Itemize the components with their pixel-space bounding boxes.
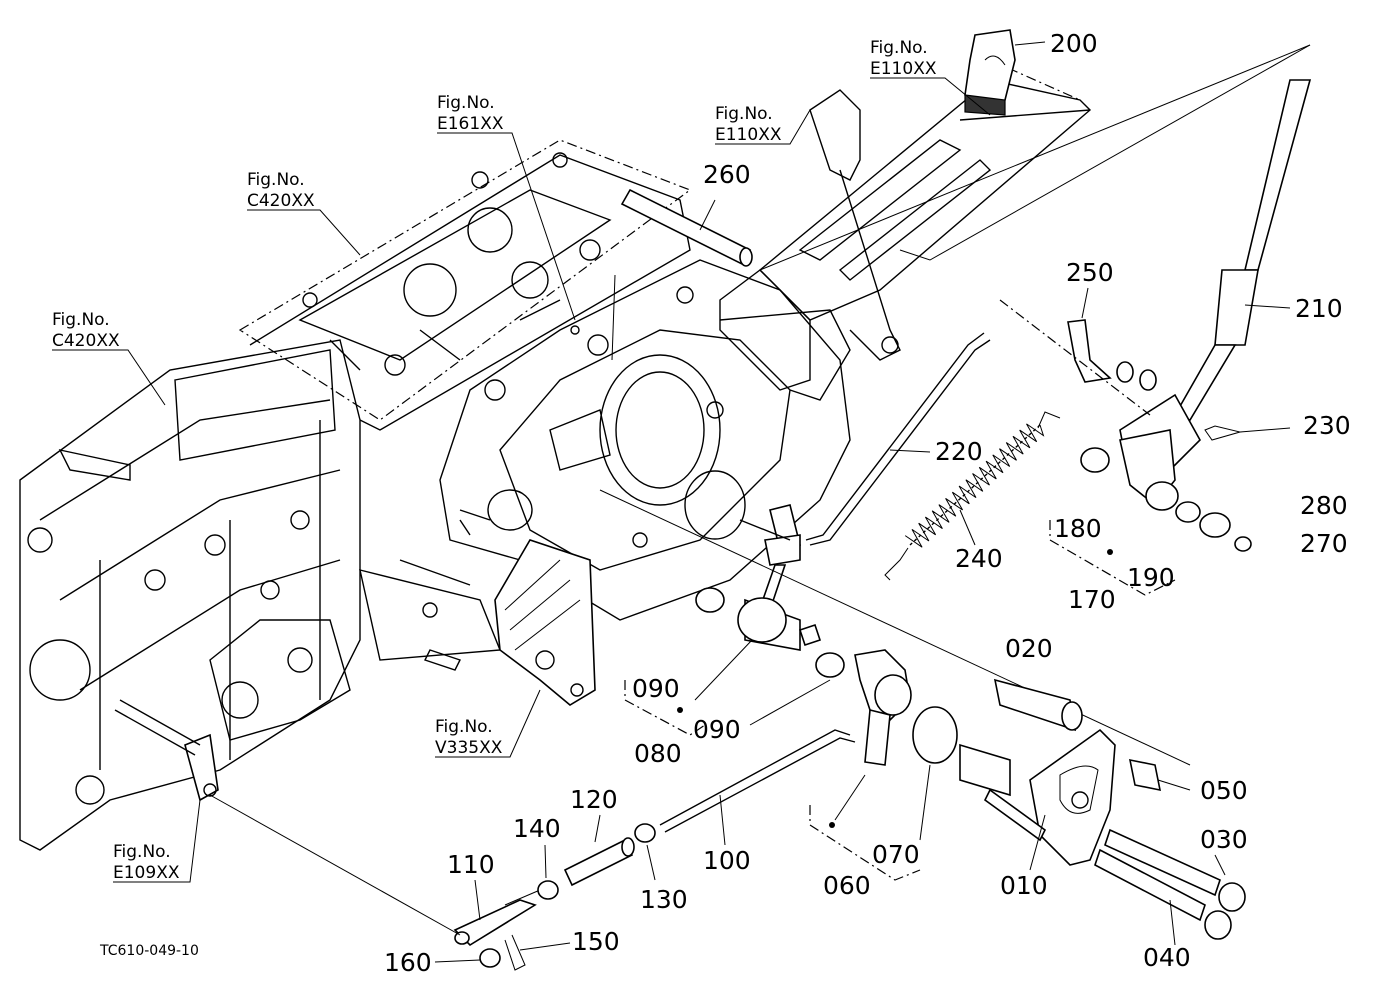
fig-ref-e161: Fig.No. E161XX [437, 93, 504, 134]
part-label-070: 070 [872, 840, 920, 869]
pin-230 [1204, 425, 1291, 441]
center-housing [439, 259, 851, 621]
lever-210 [1119, 79, 1312, 481]
part-label-090a: 090 [632, 674, 680, 703]
link-line-e109 [114, 699, 461, 936]
part-label-180: 180 [1054, 514, 1102, 543]
drawing-code: TC610-049-10 [99, 943, 199, 959]
fig-ref-c420-left: Fig.No. C420XX [52, 310, 120, 351]
part-label-110: 110 [447, 850, 495, 879]
fig-ref-e110-top: Fig.No. E110XX [870, 38, 937, 79]
part-label-140: 140 [513, 814, 561, 843]
fig-ref-v335: Fig.No. V335XX [435, 717, 503, 758]
part-label-090b: 090 [693, 715, 741, 744]
knob-200 [964, 29, 1046, 116]
part-label-020: 020 [1005, 634, 1053, 663]
leader-long [759, 44, 1311, 271]
fig-ref-e109: Fig.No. E109XX [113, 842, 180, 883]
svg-text:Fig.No.: Fig.No. [870, 38, 928, 58]
part-label-230: 230 [1303, 411, 1351, 440]
part-label-220: 220 [935, 437, 983, 466]
svg-text:E110XX: E110XX [715, 125, 782, 145]
rod-220 [805, 332, 991, 546]
assembly-170 [1049, 429, 1252, 596]
part-label-240: 240 [955, 544, 1003, 573]
part-label-120: 120 [570, 785, 618, 814]
shaft-260 [620, 188, 753, 267]
shift-lever-bracket [719, 59, 1092, 391]
part-label-200: 200 [1050, 29, 1098, 58]
gear-case [238, 139, 692, 431]
clevis-110 [434, 814, 656, 971]
part-label-100: 100 [703, 846, 751, 875]
svg-text:C420XX: C420XX [247, 191, 315, 211]
svg-text:Fig.No.: Fig.No. [437, 93, 495, 113]
part-label-010: 010 [1000, 871, 1048, 900]
spring-240 [884, 411, 1061, 581]
svg-text:Fig.No.: Fig.No. [247, 170, 305, 190]
fork-060 [809, 649, 958, 881]
part-label-280: 280 [1300, 491, 1348, 520]
part-label-060: 060 [823, 871, 871, 900]
fig-leaders [52, 77, 991, 883]
assembly-080 [624, 587, 845, 736]
part-label-130: 130 [640, 885, 688, 914]
svg-text:Fig.No.: Fig.No. [113, 842, 171, 862]
bracket-010 [959, 678, 1246, 946]
part-label-190: 190 [1127, 563, 1175, 592]
svg-text:E161XX: E161XX [437, 114, 504, 134]
part-label-160: 160 [384, 948, 432, 977]
svg-text:V335XX: V335XX [435, 738, 503, 758]
part-label-030: 030 [1200, 825, 1248, 854]
rod-100 [659, 729, 856, 846]
part-label-170: 170 [1068, 585, 1116, 614]
bracket-250 [999, 287, 1157, 416]
linkage-v335 [359, 539, 596, 706]
part-label-050: 050 [1200, 776, 1248, 805]
part-label-260: 260 [703, 160, 751, 189]
part-label-250: 250 [1066, 258, 1114, 287]
fig-ref-e110-mid: Fig.No. E110XX [715, 104, 782, 145]
part-label-150: 150 [572, 927, 620, 956]
part-label-040: 040 [1143, 943, 1191, 972]
transmission-housing [19, 339, 361, 851]
part-label-080: 080 [634, 739, 682, 768]
svg-text:Fig.No.: Fig.No. [435, 717, 493, 737]
svg-text:Fig.No.: Fig.No. [52, 310, 110, 330]
svg-text:E109XX: E109XX [113, 863, 180, 883]
svg-text:C420XX: C420XX [52, 331, 120, 351]
svg-text:E110XX: E110XX [870, 59, 937, 79]
part-label-270: 270 [1300, 529, 1348, 558]
part-label-210: 210 [1295, 294, 1343, 323]
svg-text:Fig.No.: Fig.No. [715, 104, 773, 124]
fig-ref-c420-upper: Fig.No. C420XX [247, 170, 315, 211]
